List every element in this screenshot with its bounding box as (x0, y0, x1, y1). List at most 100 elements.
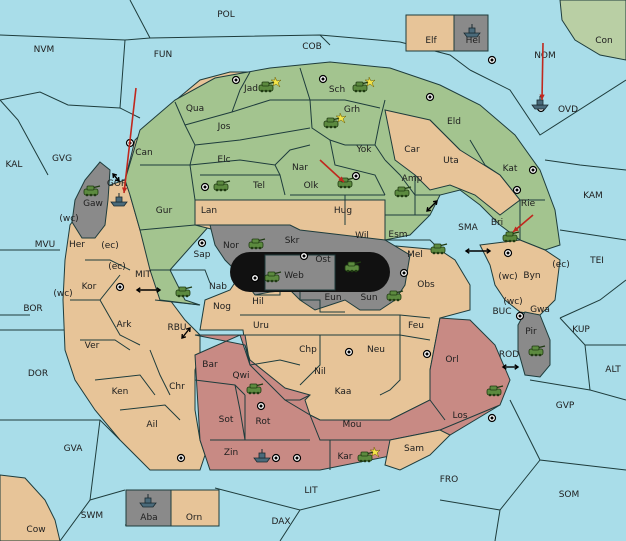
bidirectional-arrowhead (426, 206, 432, 212)
bidirectional-arrowhead (114, 176, 120, 182)
army-unit-los[interactable] (486, 385, 504, 397)
label-sot: Sot (219, 415, 234, 425)
army-unit-nab[interactable] (175, 286, 193, 298)
label-amp: Amp (402, 174, 423, 184)
army-unit-kar[interactable] (357, 446, 381, 463)
label-elf: Elf (425, 36, 437, 46)
prov-hel[interactable] (453, 14, 489, 52)
prov-con[interactable] (559, 0, 626, 61)
army-unit-jad[interactable] (258, 76, 282, 93)
label-ec3: (ec) (552, 260, 570, 270)
label-pol: POL (217, 10, 235, 20)
army-unit-web[interactable] (264, 271, 282, 283)
fleet-unit-hel[interactable] (463, 24, 481, 38)
label-wc2: (wc) (53, 289, 72, 299)
label-neu: Neu (367, 345, 385, 355)
label-eld: Eld (447, 117, 461, 127)
label-ark: Ark (116, 320, 132, 330)
label-mvu: MVU (35, 240, 56, 250)
label-mel: Mel (407, 250, 423, 260)
label-hel: Hel (466, 36, 481, 46)
label-bor: BOR (23, 304, 42, 314)
bidirectional-arrowhead (464, 248, 470, 254)
label-obs: Obs (417, 280, 435, 290)
army-unit-amp[interactable] (394, 186, 412, 198)
order-arrowhead (338, 176, 344, 182)
label-feu: Feu (408, 321, 424, 331)
army-unit-grh[interactable] (323, 112, 347, 129)
label-ost: Ost (315, 255, 331, 265)
fleet-unit-gor[interactable] (110, 193, 128, 207)
supply-center-dot (118, 285, 122, 289)
label-cow: Cow (26, 525, 45, 535)
label-gor: GOR (107, 179, 127, 189)
label-gaw: Gaw (83, 199, 103, 209)
supply-center-dot (531, 168, 535, 172)
army-unit-qwi[interactable] (246, 383, 264, 395)
label-orn: Orn (186, 513, 202, 523)
fleet-unit-ovd[interactable] (531, 96, 549, 110)
label-cob: COB (302, 42, 322, 52)
supply-center-dot (490, 58, 494, 62)
prov-gaw[interactable] (71, 161, 111, 239)
label-swm: SWM (81, 511, 103, 521)
supply-center-dot (253, 276, 257, 280)
bidirectional-arrowhead (112, 173, 118, 179)
label-wc3: (wc) (498, 272, 517, 282)
label-chp: Chp (299, 345, 317, 355)
label-tei: TEI (589, 256, 604, 266)
label-nil: Nil (314, 367, 326, 377)
bidirectional-arrowhead (185, 327, 191, 333)
order-arrow (541, 42, 544, 101)
prov-elf[interactable] (405, 14, 455, 52)
label-skr: Skr (285, 236, 300, 246)
prov-cow[interactable] (0, 474, 61, 541)
army-unit-gaw[interactable] (83, 185, 101, 197)
supply-center-dot (203, 185, 207, 189)
prov-sam[interactable] (384, 429, 451, 471)
label-ec1: (ec) (101, 241, 119, 251)
order-arrowhead (513, 226, 519, 232)
supply-center-dot (354, 174, 358, 178)
army-unit-tel[interactable] (213, 180, 231, 192)
label-rbu: RBU (167, 323, 186, 333)
label-con: Con (595, 36, 613, 46)
army-unit-sun[interactable] (386, 290, 404, 302)
label-nvm: NVM (34, 45, 55, 55)
army-unit-ost[interactable] (344, 261, 362, 273)
convoy-arrows (112, 173, 520, 370)
bidirectional-arrowhead (432, 200, 438, 206)
army-unit-sch[interactable] (352, 76, 376, 93)
label-dor: DOR (28, 369, 48, 379)
army-unit-pir[interactable] (528, 345, 546, 357)
supply-center-dot (506, 251, 510, 255)
fleet-unit-zin[interactable] (253, 449, 271, 463)
order-arrowhead (122, 187, 128, 193)
label-mit: MIT (135, 270, 151, 280)
label-rie: Rie (521, 199, 536, 209)
fleet-unit-aba[interactable] (139, 494, 157, 508)
label-ail: Ail (146, 420, 157, 430)
army-unit-esm[interactable] (430, 243, 448, 255)
label-hil: Hil (252, 297, 264, 307)
order-arrow (319, 159, 345, 183)
bidirectional-arrowhead (514, 364, 520, 370)
label-qwi: Qwi (233, 371, 250, 381)
label-bar: Bar (202, 360, 218, 370)
supply-centers (115, 55, 546, 463)
label-los: Los (452, 411, 467, 421)
supply-center-dot (518, 314, 522, 318)
army-unit-nor[interactable] (248, 238, 266, 250)
label-lan: Lan (201, 206, 217, 216)
label-car: Car (404, 145, 420, 155)
army-unit-bri[interactable] (502, 231, 520, 243)
label-zin: Zin (224, 448, 238, 458)
label-wil: Wil (355, 231, 369, 241)
prov-pir[interactable] (517, 311, 551, 378)
label-esm: Esm (388, 230, 407, 240)
label-mou: Mou (343, 420, 362, 430)
prov-orn[interactable] (170, 489, 220, 527)
